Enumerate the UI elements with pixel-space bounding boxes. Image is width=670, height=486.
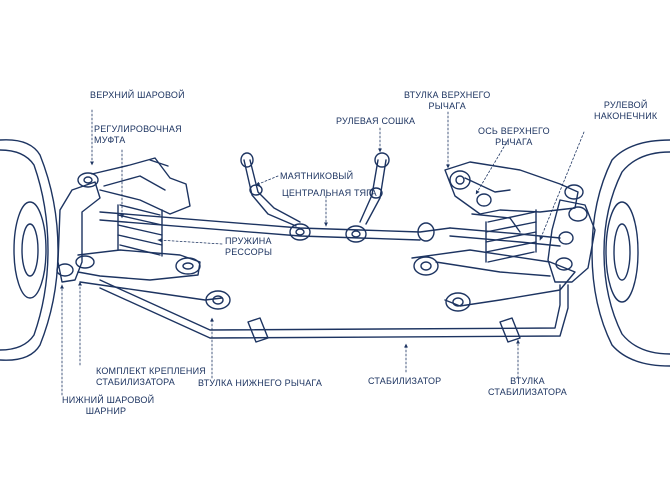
left-spring [117, 204, 163, 257]
label-stabilizer: СТАБИЛИЗАТОР [368, 376, 442, 386]
leader-lines [60, 109, 585, 396]
label-lower-ball-joint: НИЖНИЙ ШАРОВОЙ ШАРНИР [62, 395, 155, 416]
label-center-link: ЦЕНТРАЛЬНАЯ ТЯГА [282, 188, 377, 198]
label-tie-rod-end: РУЛЕВОЙ НАКОНЕЧНИК [594, 100, 658, 121]
left-wheel [0, 139, 59, 361]
right-spring [485, 209, 537, 263]
left-lower-arm [77, 249, 231, 310]
label-spring: ПРУЖИНА РЕССОРЫ [225, 236, 273, 257]
right-knuckle [449, 199, 596, 283]
label-upper-arm-bushing: ВТУЛКА ВЕРХНЕГО РЫЧАГА [404, 90, 491, 111]
label-adjusting-sleeve: РЕГУЛИРОВОЧНАЯ МУФТА [94, 124, 182, 145]
stabilizer-bar [99, 279, 569, 343]
label-lower-arm-bushing: ВТУЛКА НИЖНЕГО РЫЧАГА [198, 378, 323, 388]
label-upper-ball-joint: ВЕРХНИЙ ШАРОВОЙ [90, 90, 185, 100]
label-idler-arm: МАЯТНИКОВЫЙ [280, 171, 354, 181]
steering-linkage [99, 152, 451, 243]
left-knuckle [56, 172, 101, 283]
right-wheel [591, 139, 670, 367]
right-upper-arm [444, 161, 584, 233]
left-upper-arm [91, 157, 191, 215]
label-upper-arm-shaft: ОСЬ ВЕРХНЕГО РЫЧАГА [478, 126, 550, 147]
label-stabilizer-kit: КОМПЛЕКТ КРЕПЛЕНИЯ СТАБИЛИЗАТОРА [96, 366, 206, 387]
label-pitman-arm: РУЛЕВАЯ СОШКА [336, 116, 416, 126]
label-stabilizer-bushing: ВТУЛКА СТАБИЛИЗАТОРА [488, 376, 567, 397]
right-lower-arm [411, 249, 576, 312]
